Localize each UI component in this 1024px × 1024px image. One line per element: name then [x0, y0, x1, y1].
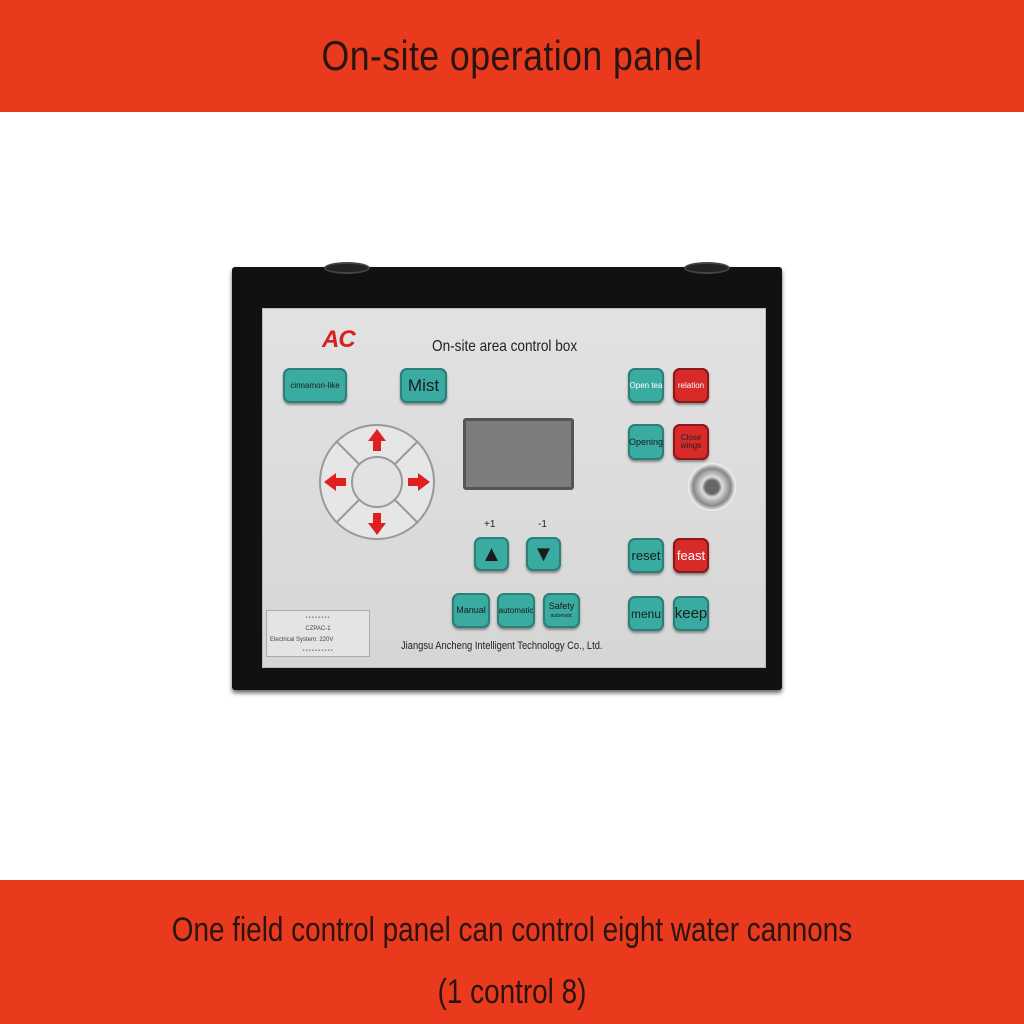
- plate-row: ▪▪▪▪▪▪▪▪▪▪: [302, 648, 334, 654]
- arrow-left-icon: [324, 473, 346, 491]
- arrow-right-icon: [408, 473, 430, 491]
- safety-button[interactable]: Safety automatic: [543, 593, 580, 628]
- footer-banner: One field control panel can control eigh…: [0, 880, 1024, 1024]
- cable-gland: [684, 262, 730, 274]
- cinnamon-like-button[interactable]: cinnamon-like: [283, 368, 347, 403]
- header-banner: On-site operation panel: [0, 0, 1024, 112]
- footer-line-1: One field control panel can control eigh…: [171, 911, 853, 949]
- safety-label: Safety: [548, 601, 575, 611]
- menu-button[interactable]: menu: [628, 596, 664, 631]
- manual-button[interactable]: Manual: [452, 593, 490, 628]
- triangle-up-icon: ▲: [480, 541, 503, 566]
- lcd-display: [463, 418, 574, 490]
- reset-button[interactable]: reset: [628, 538, 664, 573]
- keep-button[interactable]: keep: [673, 596, 709, 631]
- open-tea-button[interactable]: Open tea: [628, 368, 664, 403]
- company-name: Jiangsu Ancheng Intelligent Technology C…: [401, 640, 603, 652]
- decrement-button[interactable]: ▼: [526, 537, 561, 571]
- cable-gland: [324, 262, 370, 274]
- automatic-button[interactable]: automatic: [497, 593, 535, 628]
- close-wings-button[interactable]: Close wings: [673, 424, 709, 460]
- plate-row: ▪▪▪▪▪▪▪▪: [305, 615, 331, 621]
- mist-button[interactable]: Mist: [400, 368, 447, 403]
- rating-plate: ▪▪▪▪▪▪▪▪ CZPAC-1 Electrical System: 220V…: [266, 610, 370, 657]
- safety-sub-label: automatic: [550, 613, 573, 619]
- plate-model: CZPAC-1: [305, 626, 331, 632]
- opening-button[interactable]: Opening: [628, 424, 664, 460]
- device-title: On-site area control box: [432, 338, 578, 355]
- arrow-down-icon: [368, 513, 386, 535]
- arrow-up-icon: [368, 429, 386, 451]
- header-title: On-site operation panel: [321, 32, 703, 79]
- brand-logo: AC: [322, 326, 356, 353]
- direction-pad[interactable]: [318, 423, 436, 541]
- minus-one-label: -1: [538, 519, 547, 530]
- feast-button[interactable]: feast: [673, 538, 709, 573]
- increment-button[interactable]: ▲: [474, 537, 509, 571]
- plate-electrical: Electrical System: 220V: [270, 637, 334, 643]
- relation-button[interactable]: relation: [673, 368, 709, 403]
- key-lock-icon[interactable]: [688, 463, 736, 511]
- footer-line-2: (1 control 8): [437, 973, 587, 1011]
- triangle-down-icon: ▼: [532, 541, 555, 566]
- plus-one-label: +1: [484, 519, 496, 530]
